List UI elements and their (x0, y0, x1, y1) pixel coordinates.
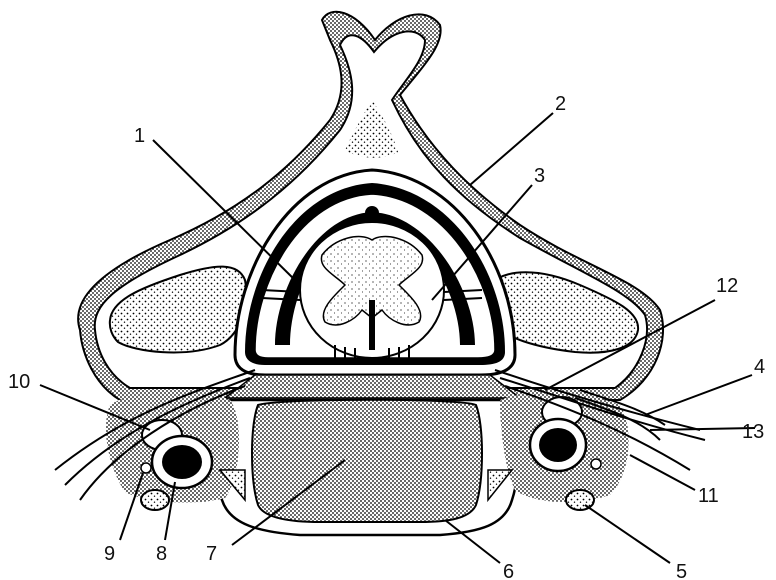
left-vertebral-artery (162, 445, 202, 479)
label-9: 9 (104, 543, 115, 565)
posterior-longitudinal-ligament (225, 375, 520, 398)
label-11: 11 (698, 485, 719, 507)
label-4: 4 (754, 356, 765, 378)
median-fissure (369, 300, 375, 350)
label-10: 10 (8, 371, 30, 393)
right-small-vessel (591, 459, 601, 469)
label-2: 2 (555, 93, 566, 115)
label-7: 7 (206, 543, 217, 565)
left-small-vessel (141, 463, 151, 473)
label-3: 3 (534, 165, 545, 187)
label-6: 6 (503, 561, 514, 580)
label-1: 1 (134, 125, 145, 147)
label-13: 13 (742, 421, 764, 443)
right-vertebral-artery (539, 428, 577, 462)
label-12: 12 (716, 275, 738, 297)
label-8: 8 (156, 543, 167, 565)
dorsal-median-vessel (365, 206, 379, 220)
left-tubercle (141, 490, 169, 510)
label-5: 5 (676, 561, 687, 580)
right-tubercle (566, 490, 594, 510)
